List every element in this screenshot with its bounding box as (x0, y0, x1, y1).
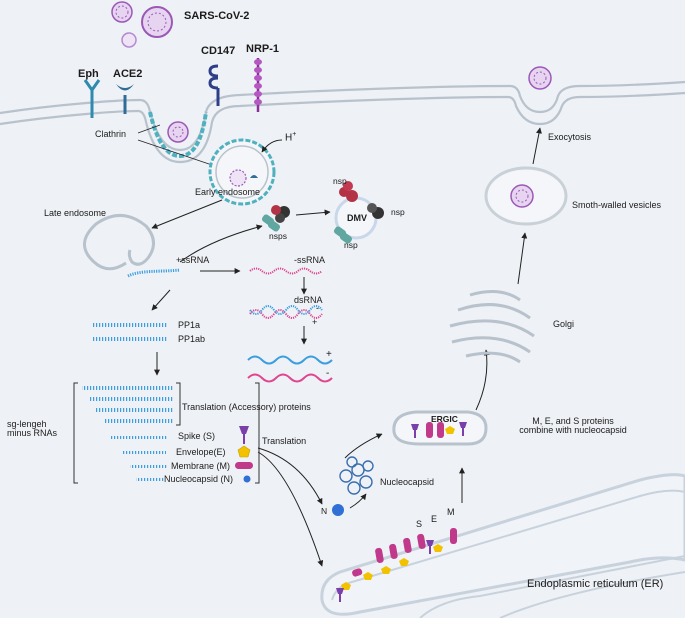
minus-ssrna-label: -ssRNA (294, 255, 325, 265)
nsp-bottom-label: nsp (344, 240, 358, 250)
translation-accessory-label: Translation (Accessory) proteins (182, 402, 311, 412)
late-endosome (83, 214, 155, 271)
sars-cov-2-virions (111, 1, 173, 48)
nucleocapsid-label: Nucleocapsid (380, 477, 435, 487)
sg-rna-strands (82, 386, 174, 481)
exocytosis-virion (528, 66, 552, 90)
nsp-top-label: nsp (333, 176, 347, 186)
pp1ab-strand (92, 337, 168, 341)
nsps-to-dmv-arrow (295, 209, 331, 216)
nucleocapsid-rna (136, 478, 164, 481)
pp1ab-label: PP1ab (178, 334, 206, 344)
membrane-rna (130, 465, 168, 468)
h-plus-arrow (261, 139, 283, 153)
nsps-proteins (261, 205, 290, 232)
sg-rna-bracket (73, 382, 260, 484)
nucleocapsid-icon (243, 475, 251, 483)
ace2-receptor (116, 84, 134, 114)
sars-cov-2-label: SARS-CoV-2 (184, 10, 250, 22)
plus-ssrna-label: +ssRNA (176, 255, 210, 265)
clathrin-coated-pit (148, 111, 208, 159)
nucleocapsid-complex (339, 456, 374, 495)
membrane-icon (235, 462, 253, 469)
golgi-to-vesicle-arrow (517, 232, 528, 285)
ergic (392, 410, 488, 446)
plus-rna-strand (247, 355, 333, 365)
vesicle-to-exocytosis-arrow (532, 127, 542, 165)
combine-label: M, E, and S proteins combine with nucleo… (519, 416, 627, 436)
late-endosome-label: Late endosome (44, 208, 107, 218)
exocytosis-label: Exocytosis (548, 132, 592, 142)
smooth-vesicles-label: Smoth-walled vesicles (572, 200, 662, 210)
golgi-label: Golgi (553, 319, 575, 329)
smooth-walled-vesicle (484, 166, 568, 226)
virus-particle (121, 32, 137, 48)
minus-rna-strand (247, 373, 333, 383)
envelope-icon (237, 445, 251, 458)
plus-ssrna-strand (127, 268, 181, 278)
ergic-label: ERGIC (431, 414, 458, 424)
membrane-m-label: Membrane (M) (171, 461, 231, 471)
ssrna-to-nsps-arrow (179, 224, 263, 263)
ds-minus-label: - (316, 303, 319, 313)
rna-minus-label: - (326, 368, 330, 379)
clathrin-pointer-lines (137, 124, 213, 166)
translation-to-er-arrow (257, 451, 324, 567)
ace2-label: ACE2 (113, 68, 143, 80)
early-endosome-label: Early endosome (195, 187, 261, 197)
e-label: E (431, 514, 438, 524)
rna-plus-label: + (326, 349, 332, 360)
dmv-label: DMV (347, 213, 367, 223)
dmv (333, 181, 384, 244)
translation-to-n-arrow (257, 447, 323, 505)
eph-receptor (83, 79, 101, 118)
dsrna-label: dsRNA (294, 295, 323, 305)
ds-plus-label: + (312, 317, 318, 327)
nucleocapsid-n-label: Nucleocapsid (N) (164, 474, 234, 484)
cell-membrane (0, 80, 685, 164)
spike-icon (239, 426, 249, 444)
virus-particle (111, 1, 133, 23)
cd147-receptor (208, 64, 220, 106)
translation-label: Translation (262, 436, 307, 446)
sg-rnas-label: sg-lengeh minus RNAs (7, 419, 58, 439)
sg-rna-strand (96, 408, 174, 412)
pp1a-label: PP1a (178, 320, 201, 330)
endoplasmic-reticulum (320, 473, 685, 618)
envelope-label: Envelope(E) (176, 447, 226, 457)
sg-rna-strand (82, 386, 174, 390)
s-label: S (416, 519, 423, 529)
spike-rna (110, 436, 168, 439)
golgi-apparatus (449, 289, 535, 364)
ergic-to-golgi-arrow (475, 349, 490, 411)
spike-label: Spike (S) (178, 431, 216, 441)
early-endosome (208, 138, 276, 206)
er-proteins (336, 528, 457, 602)
nrp1-label: NRP-1 (246, 43, 280, 55)
cd147-label: CD147 (201, 45, 236, 57)
eph-label: Eph (78, 68, 99, 80)
sg-rna-strand (104, 419, 174, 423)
early-to-late-arrow (151, 199, 223, 229)
h-plus-label: H+ (285, 131, 297, 144)
n-protein (332, 504, 344, 516)
nrp1-receptor (254, 58, 262, 112)
nsp-right-label: nsp (391, 207, 405, 217)
envelope-rna (122, 451, 166, 454)
ssrna-to-pp1-arrow (151, 289, 171, 311)
virus-particle (141, 6, 173, 38)
m-label: M (447, 507, 455, 517)
n-to-nucleocapsid-arrow (349, 493, 367, 509)
nucleocapsid-to-ergic-arrow (344, 433, 383, 459)
dsrna-helix (249, 305, 323, 319)
nsps-label: nsps (269, 231, 287, 241)
pp1a-strand (92, 323, 168, 327)
er-label: Endoplasmic reticulum (ER) (527, 578, 664, 590)
sg-rna-strand (90, 397, 174, 401)
minus-ssrna-strand (249, 267, 323, 275)
clathrin-label: Clathrin (95, 129, 127, 139)
n-label: N (321, 506, 328, 516)
